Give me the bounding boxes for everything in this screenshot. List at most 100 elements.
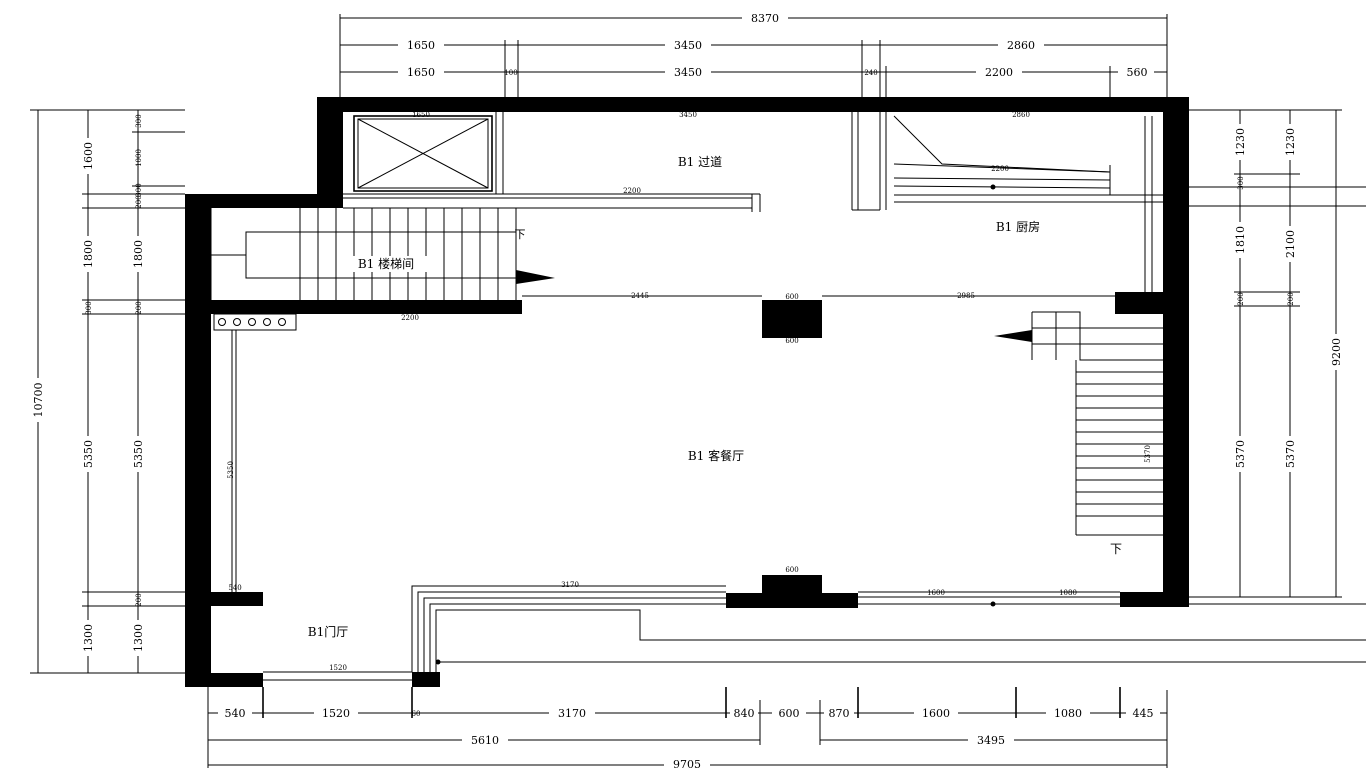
dim-top-row2: 560 [1127,66,1148,79]
right-stair [994,311,1163,536]
dimensions-right: 1230 300 1810 200 5370 1230 2100 200 537… [1189,109,1343,598]
dim-right-col1: 1230 [1234,128,1247,156]
dim-top-row2: 1650 [407,66,435,79]
dim-left-col1: 1300 [82,624,95,652]
wall-bottom-right [1120,592,1189,607]
dim-bottom-row1: 1520 [322,707,350,720]
dim-right-col1: 1810 [1234,226,1247,254]
dim-left-small: 200 [135,301,143,314]
dimensions-top: 8370 1650 3450 2860 1650 100 3450 240 22… [339,12,1168,97]
note-counter-2: 1080 [1059,589,1077,597]
note-wall-bottom: 3170 [561,581,579,589]
dim-right-col2: 1230 [1284,128,1297,156]
dim-bottom-row1: 1080 [1054,707,1082,720]
dim-top-row2: 100 [504,69,517,77]
wall-left [185,194,211,687]
dim-right-col2: 2100 [1284,230,1297,258]
dim-left-small: 200 [135,195,143,208]
dim-top-row2: 2200 [985,66,1013,79]
dim-top-row1: 2860 [1007,39,1035,52]
dimensions-bottom: 540 1520 60 3170 840 600 870 1600 1080 4… [207,687,1168,768]
note-left-small: 2200 [401,314,419,322]
dim-left-col1: 1800 [82,240,95,268]
room-label-stairwell: B1 楼梯间 [358,256,414,271]
dim-left-small: 1000 [135,149,143,167]
note-column-top: 600 [785,293,798,301]
dim-right-col1: 5370 [1234,440,1247,468]
dim-bottom-total: 9705 [673,758,701,768]
note-beam-right: 2985 [957,292,975,300]
dim-bottom-row1: 445 [1133,707,1154,720]
shaft-box [353,115,493,192]
wall-top [317,97,1189,112]
note-kitchen-counter: 2200 [991,165,1009,173]
dim-right-col2: 5370 [1284,440,1297,468]
wall-top-left-step [317,97,343,207]
wall-step-horizontal [185,194,343,208]
dim-bottom-row1: 1600 [922,707,950,720]
interior-notes: 3450 2860 1650 2200 2200 2200 2445 2985 … [227,111,1152,672]
dim-bottom-row1: 3170 [558,707,586,720]
dim-bottom-row1: 870 [829,707,850,720]
dim-bottom-row1: 540 [225,707,246,720]
dim-top-row2: 240 [864,69,877,77]
column-bottom [762,575,822,607]
note-counter-1: 1600 [927,589,945,597]
dim-bottom-row1: 840 [734,707,755,720]
note-stair-width: 2200 [623,187,641,195]
note-corridor-width: 3450 [679,111,697,119]
note-shaft: 1650 [412,111,430,119]
note-left-wall: 5350 [227,461,235,479]
wall-right [1163,97,1189,607]
wall-stair-bottom [211,300,522,314]
room-label-kitchen: B1 厨房 [996,219,1040,234]
bottom-partition [411,184,1366,672]
dim-left-small: 300 [85,301,93,314]
stair-down-label-left: 下 [515,228,526,241]
note-column-lower: 600 [785,566,798,574]
note-column-bottom: 600 [785,337,798,345]
wall-foyer-bottom [185,673,263,687]
dimensions-left: 10700 1600 1800 5350 1300 1800 5350 1300… [30,109,185,674]
dim-left-outer: 10700 [32,383,45,418]
dim-top-total: 8370 [751,12,779,25]
dim-bottom-row2: 5610 [471,734,499,747]
column-center [762,300,822,338]
room-labels: B1 过道 B1 厨房 B1 楼梯间 B1 客餐厅 B1门厅 下 下 [308,155,1122,639]
dim-left-small: 300 [135,183,143,196]
note-foyer-door: 540 [228,584,241,592]
wall-kitchen-stub [1115,292,1163,314]
interior-lines [210,112,1366,681]
dim-top-row2: 3450 [674,66,702,79]
stairwell-steps [210,208,555,300]
dim-left-col2: 1300 [132,624,145,652]
wall-door-post [412,672,440,687]
wall-foyer-stub [211,592,263,606]
walls [185,97,1189,687]
dim-right-col1: 200 [1237,292,1245,305]
dim-bottom-row1: 60 [412,710,421,718]
room-label-foyer: B1门厅 [308,624,348,639]
dim-left-col2: 5350 [132,440,145,468]
dim-left-col2: 1800 [132,240,145,268]
dim-left-small: 300 [135,114,143,127]
dim-bottom-row2: 3495 [977,734,1005,747]
room-label-living: B1 客餐厅 [688,448,744,463]
note-kitchen-width: 2860 [1012,111,1030,119]
dim-top-row1: 1650 [407,39,435,52]
dim-bottom-row1: 600 [779,707,800,720]
shoe-cabinet [213,313,297,331]
dim-top-row1: 3450 [674,39,702,52]
note-right-stair: 5370 [1144,445,1152,463]
note-beam-left: 2445 [631,292,649,300]
room-label-corridor: B1 过道 [678,155,722,169]
stair-down-label: 下 [1110,542,1122,556]
dim-left-col1: 5350 [82,440,95,468]
dim-left-col1: 1600 [82,142,95,170]
note-foyer-w: 1520 [329,664,347,672]
dim-right-outer: 9200 [1330,338,1343,366]
dim-right-col1: 300 [1237,176,1245,189]
dim-left-small: 200 [135,593,143,606]
dim-right-col2: 200 [1287,292,1295,305]
